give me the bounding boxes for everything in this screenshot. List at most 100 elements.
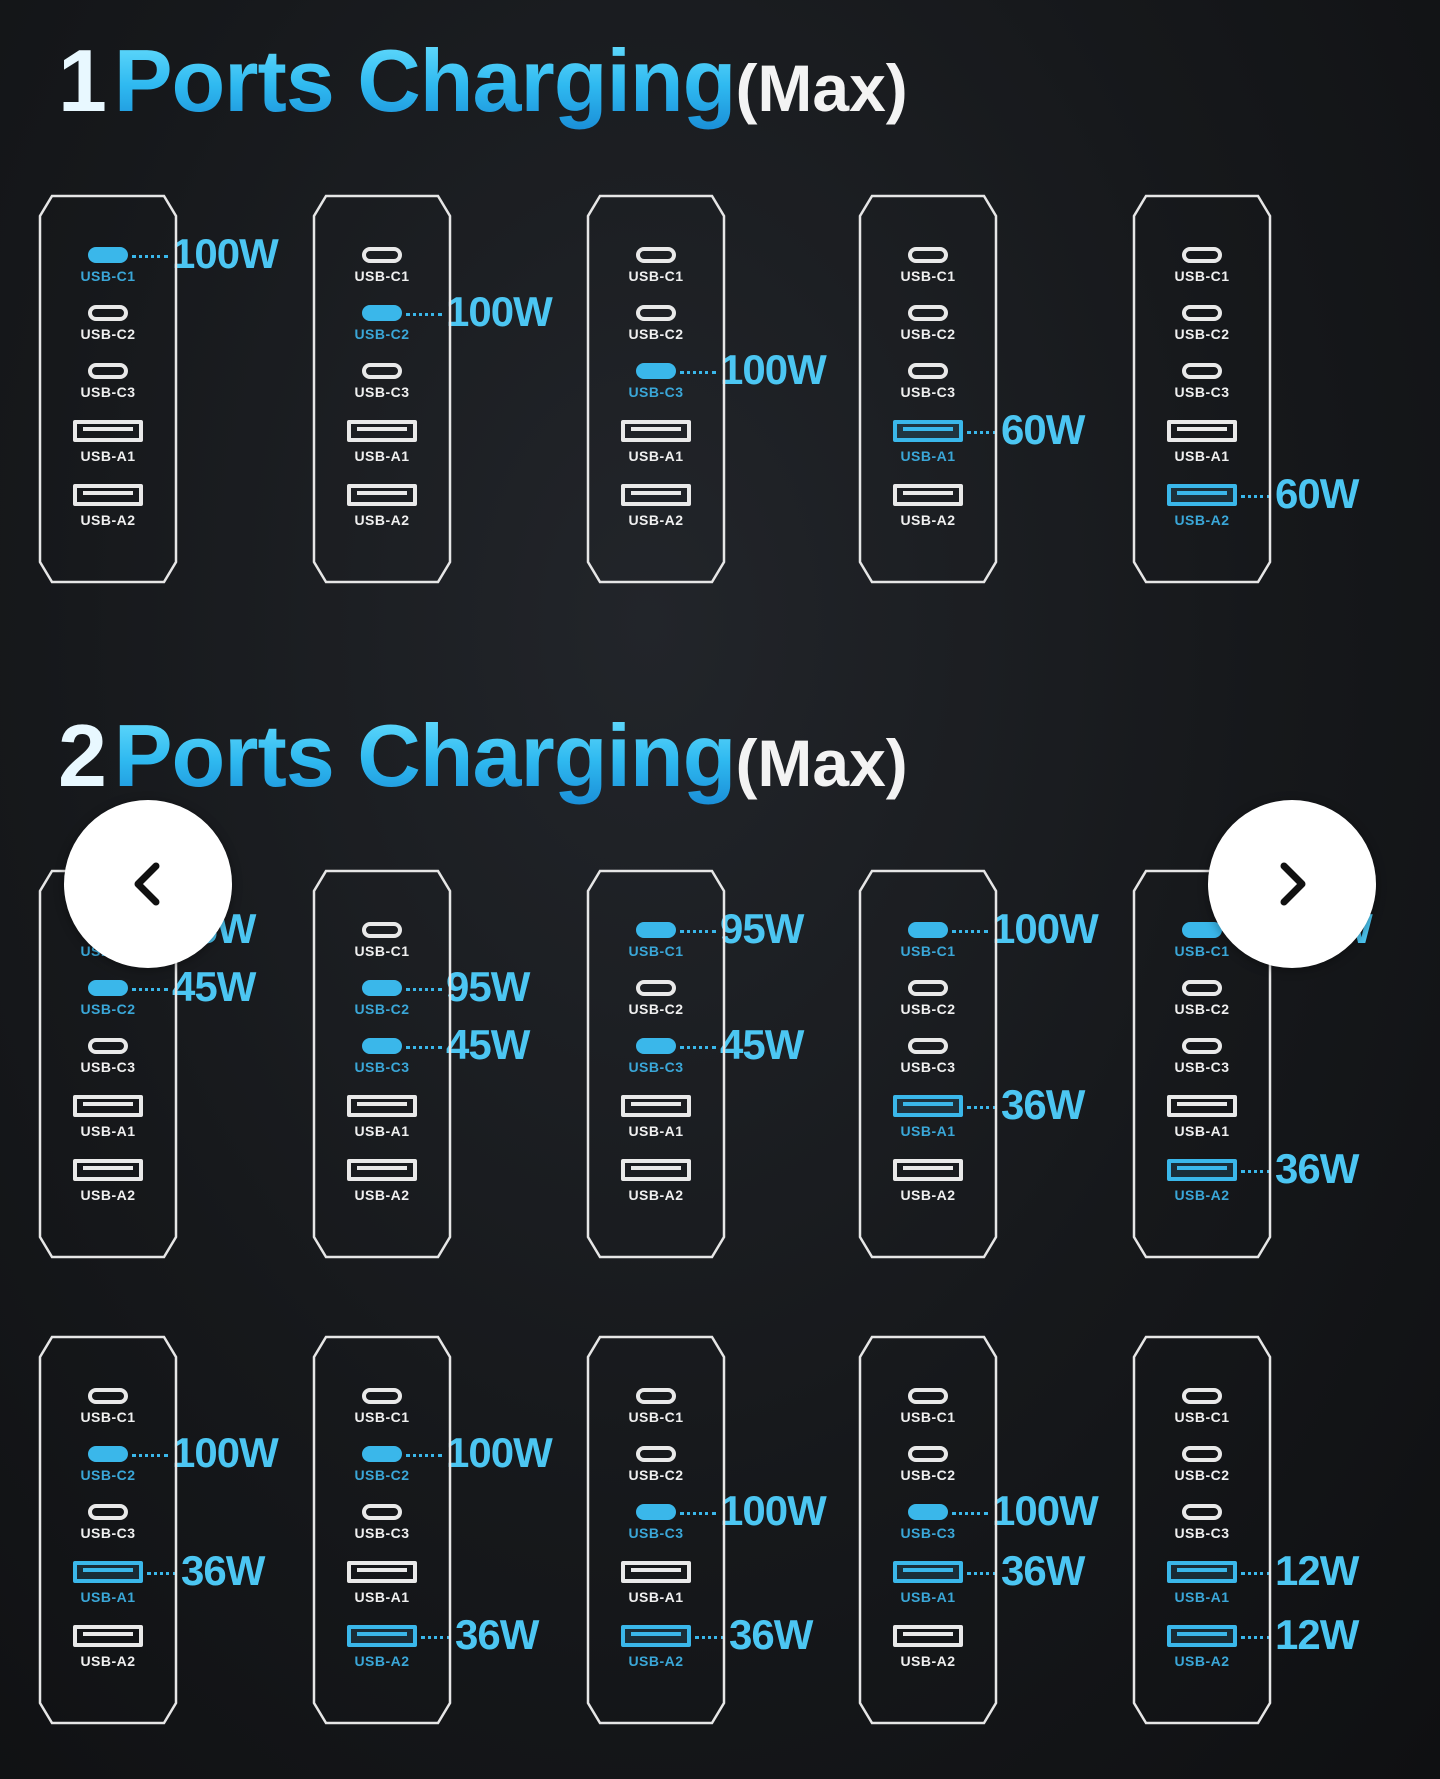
wattage-label: 36W [181, 1547, 265, 1594]
port-usb-c2: USB-C2 [858, 302, 998, 352]
port-label: USB-C3 [1174, 1059, 1230, 1075]
wattage-label: 100W [992, 1487, 1099, 1534]
port-usb-a1: USB-A1 [1132, 420, 1272, 470]
carousel-prev-button[interactable] [64, 800, 232, 968]
charger-outline [858, 1335, 998, 1725]
port-usb-c1: USB-C1 [586, 919, 726, 969]
port-label: USB-C1 [1174, 1409, 1230, 1425]
port-usb-c2: USB-C2 [1132, 1443, 1272, 1493]
port-label: USB-A1 [1174, 1123, 1230, 1139]
charger-outline [858, 194, 998, 584]
port-usb-c3: USB-C3 [38, 360, 178, 410]
usb-c-port-icon [908, 247, 948, 263]
usb-c-port-icon [908, 980, 948, 996]
power-connector-line [132, 1454, 168, 1457]
port-usb-c3: USB-C3 [1132, 1501, 1272, 1551]
chevron-right-icon [1280, 862, 1306, 906]
port-label: USB-C2 [1174, 326, 1230, 342]
port-label: USB-A1 [80, 448, 136, 464]
wattage-label: 95W [446, 963, 530, 1010]
port-usb-c2: USB-C2 [38, 302, 178, 352]
usb-c-port-icon [1182, 305, 1222, 321]
port-label: USB-C3 [900, 384, 956, 400]
port-label: USB-A1 [900, 1589, 956, 1605]
port-label: USB-C3 [354, 1525, 410, 1541]
usb-c-port-icon [362, 1038, 402, 1054]
usb-a-port-icon [1167, 420, 1237, 442]
port-usb-a2: USB-A2 [1132, 1159, 1272, 1209]
usb-a-port-icon [893, 1561, 963, 1583]
usb-c-port-icon [636, 247, 676, 263]
port-usb-c2: USB-C2 [312, 1443, 452, 1493]
usb-a-port-icon [347, 420, 417, 442]
port-label: USB-C2 [1174, 1467, 1230, 1483]
port-usb-a1: USB-A1 [1132, 1561, 1272, 1611]
port-label: USB-A1 [354, 448, 410, 464]
port-usb-c1: USB-C1 [858, 244, 998, 294]
power-connector-line [952, 930, 988, 933]
port-label: USB-A2 [354, 1653, 410, 1669]
section-1-title: Ports Charging [113, 31, 737, 130]
usb-c-port-icon [88, 1504, 128, 1520]
port-usb-c1: USB-C1 [312, 919, 452, 969]
port-label: USB-A1 [1174, 448, 1230, 464]
power-connector-line [680, 371, 716, 374]
port-label: USB-C1 [628, 268, 684, 284]
usb-c-port-icon [636, 305, 676, 321]
section-2-heading: 2 Ports Charging(Max) [58, 705, 908, 807]
usb-c-port-icon [88, 363, 128, 379]
port-label: USB-C1 [1174, 268, 1230, 284]
wattage-label: 100W [720, 1487, 827, 1534]
port-label: USB-C1 [900, 943, 956, 959]
port-usb-c1: USB-C1 [858, 919, 998, 969]
port-usb-c3: USB-C3 [312, 360, 452, 410]
charger-outline [1132, 194, 1272, 584]
port-label: USB-C2 [900, 1001, 956, 1017]
usb-c-port-icon [908, 1038, 948, 1054]
power-connector-line [406, 1454, 442, 1457]
port-usb-a2: USB-A2 [858, 484, 998, 534]
port-usb-c3: USB-C3 [1132, 360, 1272, 410]
port-usb-c3: USB-C3 [858, 1035, 998, 1085]
port-label: USB-C1 [628, 943, 684, 959]
port-label: USB-C1 [354, 1409, 410, 1425]
usb-c-port-icon [636, 1038, 676, 1054]
port-usb-c1: USB-C1 [1132, 244, 1272, 294]
port-label: USB-C2 [900, 1467, 956, 1483]
port-label: USB-C2 [628, 1001, 684, 1017]
usb-a-port-icon [73, 1625, 143, 1647]
usb-c-port-icon [1182, 1388, 1222, 1404]
port-usb-a2: USB-A2 [312, 1159, 452, 1209]
port-usb-a1: USB-A1 [858, 1095, 998, 1145]
port-label: USB-C2 [628, 1467, 684, 1483]
usb-a-port-icon [893, 420, 963, 442]
port-usb-c1: USB-C1 [586, 1385, 726, 1435]
usb-c-port-icon [362, 363, 402, 379]
port-usb-c3: USB-C3 [312, 1501, 452, 1551]
port-label: USB-A1 [900, 448, 956, 464]
port-usb-a2: USB-A2 [1132, 1625, 1272, 1675]
charger-outline [586, 869, 726, 1259]
port-label: USB-A2 [1174, 512, 1230, 528]
port-usb-c2: USB-C2 [1132, 302, 1272, 352]
usb-c-port-icon [1182, 247, 1222, 263]
usb-c-port-icon [88, 1446, 128, 1462]
wattage-label: 95W [720, 905, 804, 952]
port-usb-a1: USB-A1 [38, 1095, 178, 1145]
usb-c-port-icon [1182, 363, 1222, 379]
usb-a-port-icon [893, 1159, 963, 1181]
power-connector-line [147, 1572, 177, 1575]
port-label: USB-A2 [628, 1187, 684, 1203]
usb-a-port-icon [347, 1625, 417, 1647]
power-connector-line [421, 1636, 451, 1639]
port-label: USB-C2 [80, 1467, 136, 1483]
wattage-label: 45W [720, 1021, 804, 1068]
port-label: USB-A2 [628, 1653, 684, 1669]
wattage-label: 100W [720, 346, 827, 393]
usb-c-port-icon [362, 247, 402, 263]
carousel-next-button[interactable] [1208, 800, 1376, 968]
